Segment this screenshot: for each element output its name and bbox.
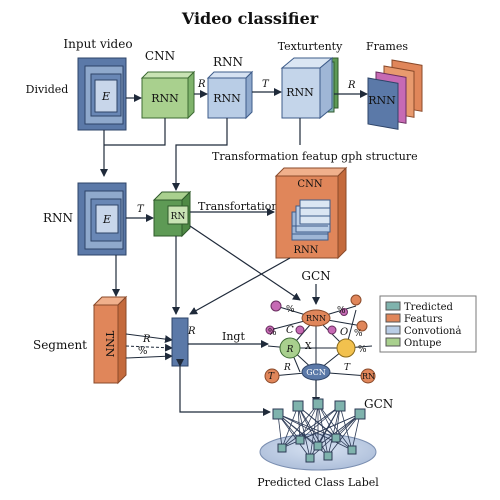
edge-label-pct5: % [358, 345, 367, 355]
label-frames: Frames [366, 40, 408, 53]
edge-label-r1: R [197, 79, 206, 90]
label-divided: Divided [26, 83, 69, 96]
edge-label-pct1: % [286, 305, 295, 315]
frames-block: RNN [367, 59, 423, 130]
output-node [277, 443, 287, 453]
texture-block: RNN [280, 56, 339, 120]
edge-seg-to-bar-2 [125, 343, 173, 352]
edge-rnn-down [172, 118, 228, 191]
label-ingt: Ingt [222, 330, 245, 343]
edge-label-r2: R [347, 80, 356, 91]
output-node [354, 408, 366, 420]
label-rnn-top: RNN [213, 55, 243, 69]
label-cnn-top: CNN [145, 49, 175, 63]
texture-block-label: RNN [286, 86, 314, 99]
edge-label-r-graph: R [283, 363, 291, 373]
edge-cnn-down [104, 118, 166, 146]
output-node [305, 453, 315, 463]
cnn-block-label: RNN [151, 92, 179, 105]
graph-label-x: X [305, 342, 312, 352]
rn-small-block: RN [152, 190, 192, 238]
rnn-block: RNN [206, 70, 254, 120]
graph-node-r: R [286, 345, 294, 355]
edge-label-r-seg: R [142, 334, 151, 345]
edge-label-pct4: % [354, 329, 363, 339]
segment-block-label: TNN [103, 331, 116, 358]
rnn-block-label: RNN [213, 92, 241, 105]
edge-label-pct3: % [337, 306, 346, 316]
edge-label-pct2: % [268, 328, 277, 338]
edge-label-t-graph: T [344, 363, 351, 373]
edge-rn-to-graph [189, 225, 301, 301]
label-input-video: Input video [63, 37, 132, 51]
output-plane [259, 398, 377, 471]
graph-node-gcn: GCN [306, 368, 326, 377]
output-node [292, 400, 304, 412]
output-node [313, 441, 323, 451]
orange-cnn-block: CNN RNN [274, 166, 348, 260]
orange-cnn-label: CNN [297, 179, 322, 190]
rnn-left-block: E [77, 182, 127, 256]
legend-label: Tredicted [404, 302, 454, 313]
edge-label-pct-seg: % [138, 346, 148, 357]
graph-node-rnn: RNN [306, 314, 326, 323]
orange-rnn-label: RNN [293, 245, 318, 256]
edge-seg-to-bar-1 [125, 333, 173, 344]
graph-label-rn: RN [362, 372, 375, 381]
label-rnn-left: RNN [43, 211, 73, 225]
legend-label: Ontupe [404, 338, 441, 349]
output-node [272, 408, 284, 420]
output-node [347, 445, 357, 455]
label-transformation: Transfortation [198, 200, 278, 213]
graph-label-o: O [340, 327, 348, 338]
edge-seg-to-bar-3 [125, 352, 173, 361]
gcn-graph: RNN R GCN C O X T RN % % % % % R T [264, 294, 376, 384]
input-video-e: E [101, 90, 110, 103]
output-node [312, 398, 324, 410]
label-predicted-class: Predicted Class Label [257, 476, 379, 489]
output-node [295, 435, 305, 445]
label-gcn-right: GCN [364, 397, 393, 411]
rnn-left-e: E [102, 213, 111, 226]
legend-swatch [385, 301, 401, 311]
input-video-block: E [77, 57, 127, 131]
legend-label: Convotiona̍ [404, 326, 461, 337]
cnn-block: RNN [140, 70, 196, 120]
edge-bottom-return [176, 359, 271, 416]
label-transformation-structure: Transformation featup gph structure [212, 150, 418, 163]
edge-orange-to-bar [189, 257, 291, 315]
orange-inner-stack [291, 199, 331, 241]
label-texturenty: Texturtenty [278, 40, 343, 53]
label-gcn-top: GCN [301, 269, 330, 283]
segment-block: TNN [92, 295, 128, 385]
legend-label: Featurs [404, 314, 443, 325]
output-node [334, 400, 346, 412]
aggregation-bar [171, 317, 189, 367]
edge-label-t1: T [262, 79, 270, 90]
rn-small-label: RN [171, 212, 186, 222]
frames-block-label: RNN [368, 94, 396, 107]
output-node [323, 451, 333, 461]
legend-swatch [385, 337, 401, 347]
legend-swatch [385, 313, 401, 323]
graph-label-t: T [268, 372, 275, 382]
legend-swatch [385, 325, 401, 335]
diagram-title: Video classifier [181, 9, 319, 28]
label-segment: Segment [33, 338, 87, 352]
output-node [331, 433, 341, 443]
graph-label-c: C [286, 325, 294, 336]
edge-label-r-bar: R [187, 326, 196, 337]
edge-label-t2: T [137, 204, 145, 215]
